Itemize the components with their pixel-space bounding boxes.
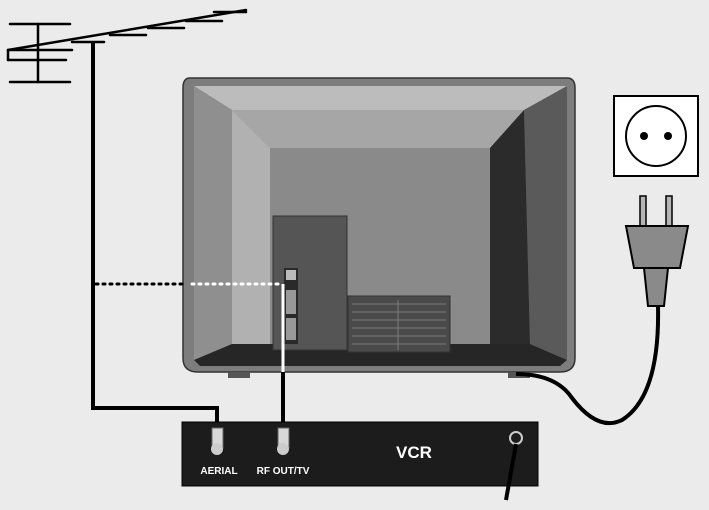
power-cord [515,305,661,426]
vcr-unit: AERIAL RF OUT/TV VCR [181,421,539,501]
vcr-name-label: VCR [396,443,432,462]
antenna-icon [6,8,248,84]
aerial-label: AERIAL [200,466,237,477]
power-plug-icon [624,195,690,307]
television [182,77,576,378]
rf-out-tv-label: RF OUT/TV [257,466,310,477]
wall-socket-icon [613,95,699,177]
